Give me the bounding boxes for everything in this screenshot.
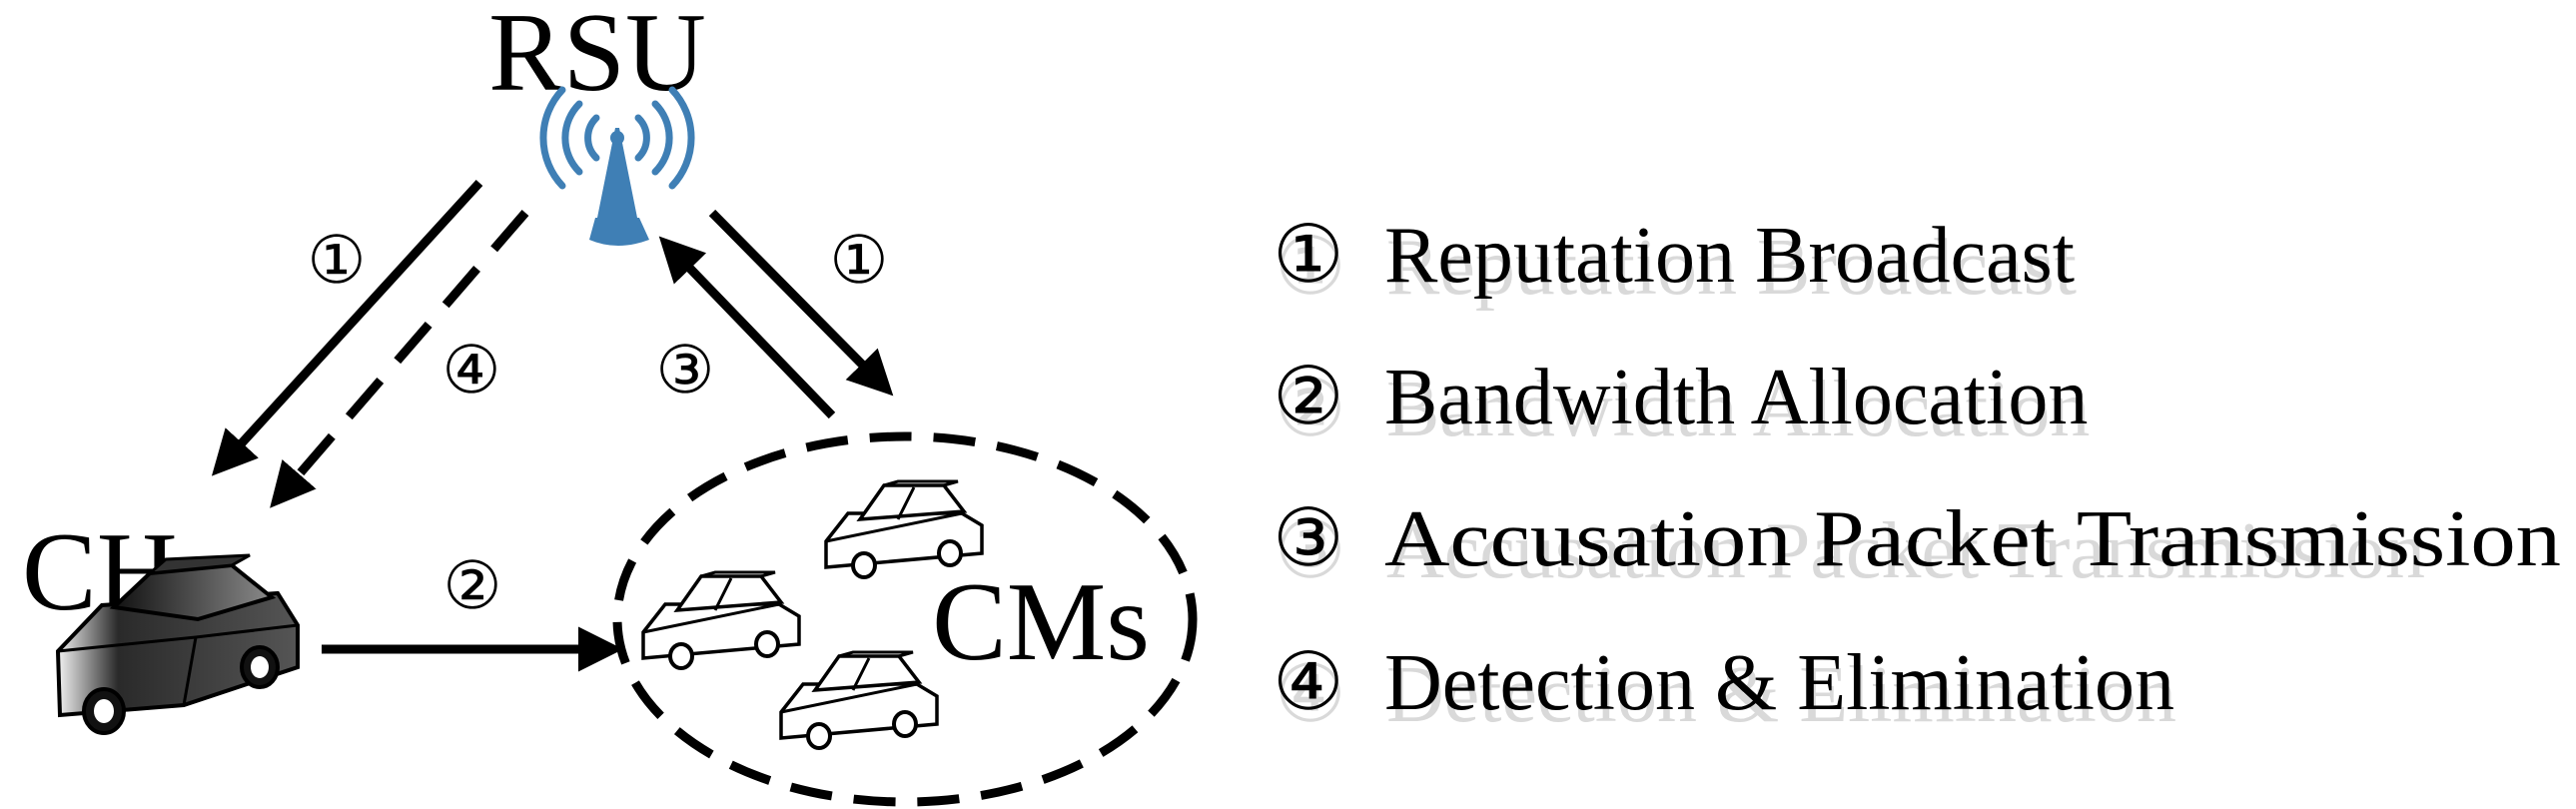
legend-marker: ② <box>1273 354 1344 441</box>
arrow-label-4: ④ <box>441 335 500 407</box>
legend-item: ④ Detection & Elimination ④ Detection & … <box>1273 639 2176 739</box>
cm-car-icon <box>641 570 801 670</box>
legend-text: Accusation Packet Transmission <box>1384 495 2561 583</box>
antenna-tower-icon <box>539 86 695 246</box>
legend-item-shadow: ② <box>1275 366 1346 453</box>
arrow-rsu-to-cms-broadcast <box>708 209 894 397</box>
legend-item-text-shadow: Detection & Elimination <box>1386 651 2176 739</box>
legend-text: Reputation Broadcast <box>1384 212 2075 300</box>
legend-marker: ④ <box>1273 639 1344 727</box>
legend-text: Detection & Elimination <box>1384 639 2174 727</box>
legend-item: ③ Accusation Packet Transmission ③ Accus… <box>1273 495 2561 595</box>
legend-marker: ③ <box>1273 495 1344 583</box>
legend-text: Bandwidth Allocation <box>1384 354 2088 441</box>
cms-cluster-boundary <box>612 431 1198 807</box>
legend-item-text-shadow: Bandwidth Allocation <box>1386 366 2090 453</box>
cms-label: CMs <box>932 560 1150 684</box>
legend-marker: ① <box>1273 212 1344 300</box>
arrow-label-1-right: ① <box>829 225 888 298</box>
legend-item: ② Bandwidth Allocation ② Bandwidth Alloc… <box>1273 354 2090 453</box>
legend-item-shadow: ③ <box>1275 507 1346 595</box>
legend-item: ① Reputation Broadcast ① Reputation Broa… <box>1273 212 2077 312</box>
legend: ① Reputation Broadcast ① Reputation Broa… <box>1273 212 2561 739</box>
legend-item-shadow: ④ <box>1275 651 1346 739</box>
arrow-label-3: ③ <box>655 335 714 407</box>
arrow-rsu-to-ch-broadcast <box>211 179 483 476</box>
rsu-label: RSU <box>488 0 706 115</box>
legend-item-text-shadow: Accusation Packet Transmission <box>1386 507 2425 595</box>
arrow-label-1-left: ① <box>307 225 366 298</box>
dark-car-icon <box>55 553 300 735</box>
cm-car-icon <box>779 650 939 750</box>
legend-item-text-shadow: Reputation Broadcast <box>1386 224 2077 312</box>
arrow-cms-to-rsu-accusation <box>658 236 836 419</box>
legend-item-shadow: ① <box>1275 224 1346 312</box>
arrow-rsu-to-ch-detection <box>270 210 529 508</box>
arrow-label-2: ② <box>442 550 501 623</box>
